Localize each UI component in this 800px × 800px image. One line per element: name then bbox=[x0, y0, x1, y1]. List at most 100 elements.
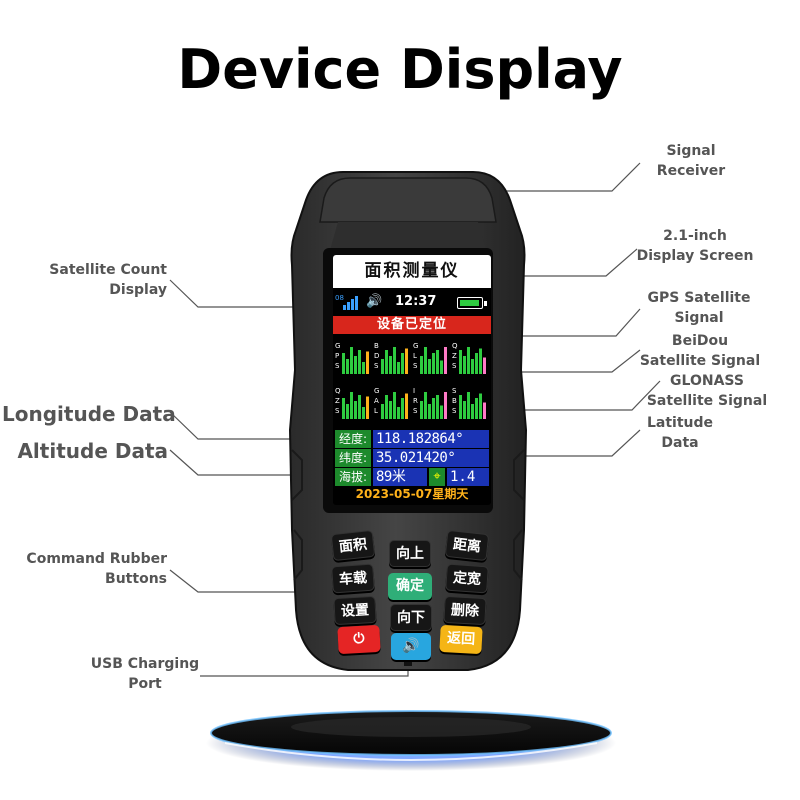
delete-button[interactable]: 删除 bbox=[443, 595, 487, 626]
power-icon: ⏻ bbox=[353, 630, 365, 648]
signal-bar bbox=[366, 351, 369, 374]
bar-group-label: L bbox=[413, 352, 417, 360]
signal-bar bbox=[346, 404, 349, 419]
longitude-row: 经度: 118.182864° bbox=[333, 430, 491, 448]
settings-button[interactable]: 设置 bbox=[333, 595, 377, 626]
signal-bar bbox=[385, 350, 388, 374]
signal-bar bbox=[405, 348, 408, 374]
signal-bar bbox=[405, 393, 408, 419]
signal-bar bbox=[436, 395, 439, 419]
signal-bar bbox=[471, 359, 474, 374]
bar-group-label: S bbox=[335, 362, 340, 370]
up-button[interactable]: 向上 bbox=[389, 540, 431, 567]
bar-group-label: Q bbox=[335, 387, 341, 395]
signal-bar bbox=[428, 359, 431, 374]
signal-bar bbox=[471, 404, 474, 419]
signal-bar bbox=[440, 405, 443, 419]
distance-button[interactable]: 距离 bbox=[444, 529, 490, 562]
signal-bar bbox=[358, 350, 361, 374]
bar-group-label: L bbox=[374, 407, 378, 415]
label-longitude: Longitude Data bbox=[2, 402, 176, 426]
altitude-key: 海拔: bbox=[335, 468, 371, 486]
signal-bar bbox=[401, 398, 404, 419]
signal-bar bbox=[401, 353, 404, 374]
accuracy-value: 1.4 bbox=[447, 468, 489, 486]
signal-bar bbox=[463, 401, 466, 419]
width-button[interactable]: 定宽 bbox=[445, 563, 489, 594]
signal-bar bbox=[354, 356, 357, 374]
signal-bar bbox=[342, 353, 345, 374]
signal-bar bbox=[362, 407, 365, 419]
signal-bar bbox=[342, 398, 345, 419]
signal-bar bbox=[362, 362, 365, 374]
power-button[interactable]: ⏻ bbox=[337, 624, 381, 655]
bar-group-label: S bbox=[452, 407, 457, 415]
bar-group-label: S bbox=[452, 362, 457, 370]
signal-bar bbox=[459, 395, 462, 419]
positioning-status: 设备已定位 bbox=[333, 316, 491, 334]
bar-group-label: S bbox=[374, 362, 379, 370]
area-button[interactable]: 面积 bbox=[330, 529, 376, 562]
bar-group-label: Z bbox=[335, 397, 340, 405]
signal-bar bbox=[424, 347, 427, 374]
clock-time: 12:37 bbox=[395, 294, 437, 309]
signal-bar bbox=[479, 393, 482, 419]
signal-bar bbox=[420, 356, 423, 374]
screen-title: 面积测量仪 bbox=[333, 255, 491, 288]
battery-icon bbox=[457, 297, 487, 309]
signal-bar bbox=[354, 401, 357, 419]
altitude-row: 海拔: 89米 ⌖ 1.4 bbox=[333, 468, 491, 486]
bar-group-label: Q bbox=[452, 342, 458, 350]
signal-bar bbox=[475, 353, 478, 374]
bar-group-label: S bbox=[413, 362, 418, 370]
signal-bar bbox=[389, 356, 392, 374]
signal-bar bbox=[463, 356, 466, 374]
satellite-count-value: 08 bbox=[335, 294, 344, 302]
speaker-icon: 🔊 bbox=[402, 638, 420, 654]
altitude-value: 89米 bbox=[373, 468, 427, 486]
signal-bar bbox=[459, 350, 462, 374]
signal-bar bbox=[467, 392, 470, 419]
volume-button[interactable]: 🔊 bbox=[391, 633, 431, 660]
bar-group-label: B bbox=[452, 397, 457, 405]
longitude-key: 经度: bbox=[335, 430, 371, 448]
label-altitude: Altitude Data bbox=[17, 439, 168, 463]
bar-group-label: P bbox=[335, 352, 339, 360]
bar-group-label: G bbox=[335, 342, 340, 350]
signal-bar bbox=[444, 347, 447, 374]
crosshair-icon: ⌖ bbox=[429, 468, 445, 486]
down-button[interactable]: 向下 bbox=[390, 604, 432, 631]
signal-bar bbox=[381, 359, 384, 374]
back-button[interactable]: 返回 bbox=[439, 624, 483, 655]
signal-bar bbox=[428, 404, 431, 419]
bar-group-label: S bbox=[413, 407, 418, 415]
vehicle-button[interactable]: 车载 bbox=[331, 563, 375, 594]
signal-bar bbox=[432, 398, 435, 419]
bar-group-label: A bbox=[374, 397, 379, 405]
signal-bar bbox=[436, 350, 439, 374]
signal-bar bbox=[350, 392, 353, 419]
bar-group-label: I bbox=[413, 387, 415, 395]
signal-bar bbox=[366, 396, 369, 419]
confirm-button[interactable]: 确定 bbox=[388, 573, 432, 600]
date-display: 2023-05-07星期天 bbox=[355, 487, 469, 501]
signal-bar bbox=[479, 348, 482, 374]
bar-group-label: G bbox=[374, 387, 379, 395]
latitude-value: 35.021420° bbox=[373, 449, 489, 467]
bar-group-label: S bbox=[452, 387, 457, 395]
latitude-row: 纬度: 35.021420° bbox=[333, 449, 491, 467]
signal-bar bbox=[420, 401, 423, 419]
bar-group-label: G bbox=[413, 342, 418, 350]
signal-strength-icon: 08 bbox=[335, 294, 358, 310]
